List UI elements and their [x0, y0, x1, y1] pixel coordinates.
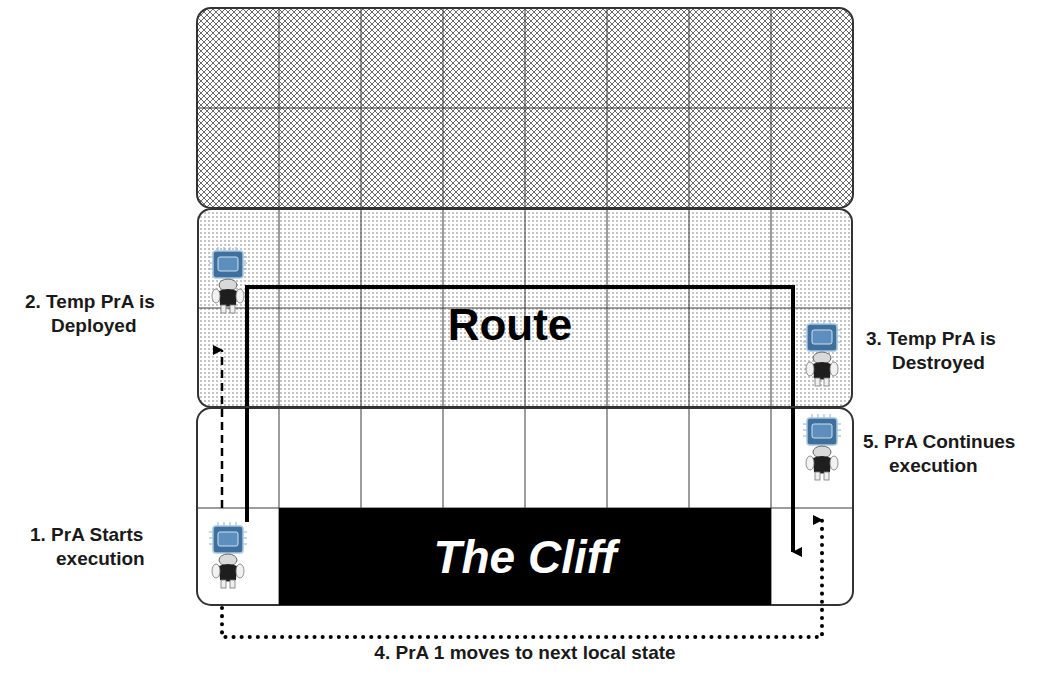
node-text: The Cliff: [433, 531, 616, 583]
callout-label: 5. PrA Continues execution: [863, 430, 1053, 478]
robot-agent: [803, 414, 841, 480]
cliff-region: The Cliff: [279, 508, 771, 605]
node-text: Route: [199, 300, 851, 350]
callout-label: 2. Temp PrA is Deployed: [25, 290, 193, 338]
callout-label: 4. PrA 1 moves to next local state: [260, 641, 790, 665]
deploy-arrow: [221, 350, 224, 508]
grid-lines: [197, 8, 853, 605]
robot-agent: [803, 320, 841, 386]
callout-label: 3. Temp PrA is Destroyed: [866, 327, 1046, 375]
robot-agent: [209, 522, 247, 588]
callout-label: 1. PrA Starts execution: [30, 523, 182, 571]
route-band: Route: [197, 208, 853, 408]
robot-agent: [209, 247, 247, 313]
